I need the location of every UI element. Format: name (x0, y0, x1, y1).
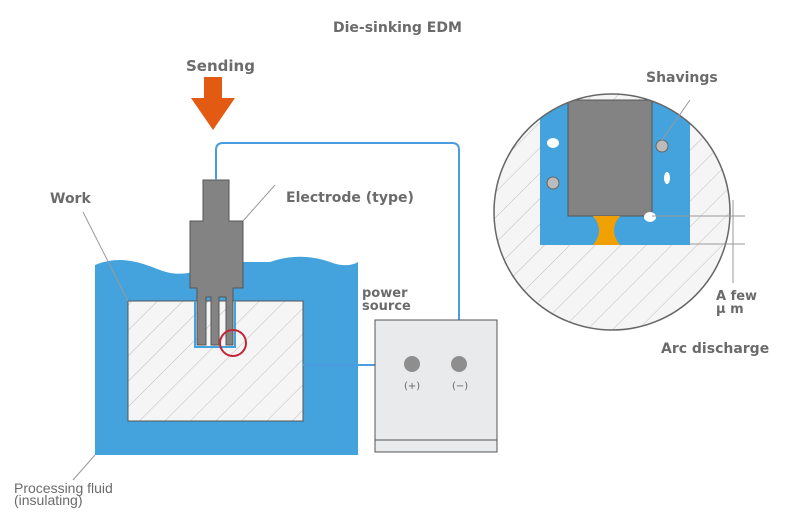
power-source-box (374, 319, 498, 453)
wire-negative (215, 142, 460, 360)
terminal-positive-label: (+) (404, 381, 421, 392)
processing-fluid-label-line1: Processing fluid (14, 480, 113, 496)
terminal-negative-label: (−) (452, 381, 469, 392)
electrode (189, 179, 244, 346)
electrode-label: Electrode (type) (286, 190, 414, 206)
sending-arrow-icon (191, 77, 235, 130)
work-piece (127, 300, 304, 422)
processing-fluid-label-line2: (insulating) (14, 492, 83, 508)
arc-discharge (593, 216, 620, 245)
arc-discharge-label: Arc discharge (661, 341, 770, 357)
gap-label-line2: μ m (716, 302, 744, 317)
terminal-negative (451, 356, 467, 372)
terminal-positive (404, 356, 420, 372)
power-source-label-line1: power (362, 286, 408, 301)
detail-highlight-circle (219, 329, 247, 357)
detail-electrode (567, 99, 653, 217)
power-source-label: power source (362, 287, 411, 313)
gap-label: A few μ m (716, 290, 757, 316)
detail-view (494, 94, 730, 330)
shaving (655, 139, 669, 153)
power-source-label-line2: source (362, 299, 411, 314)
work-label: Work (50, 191, 91, 207)
sending-label: Sending (186, 57, 255, 75)
processing-fluid-label: Processing fluid (insulating) (14, 480, 113, 508)
shavings-label: Shavings (646, 70, 718, 86)
shaving (546, 176, 560, 190)
gap-label-line1: A few (716, 289, 758, 304)
diagram-title: Die-sinking EDM (333, 20, 462, 36)
